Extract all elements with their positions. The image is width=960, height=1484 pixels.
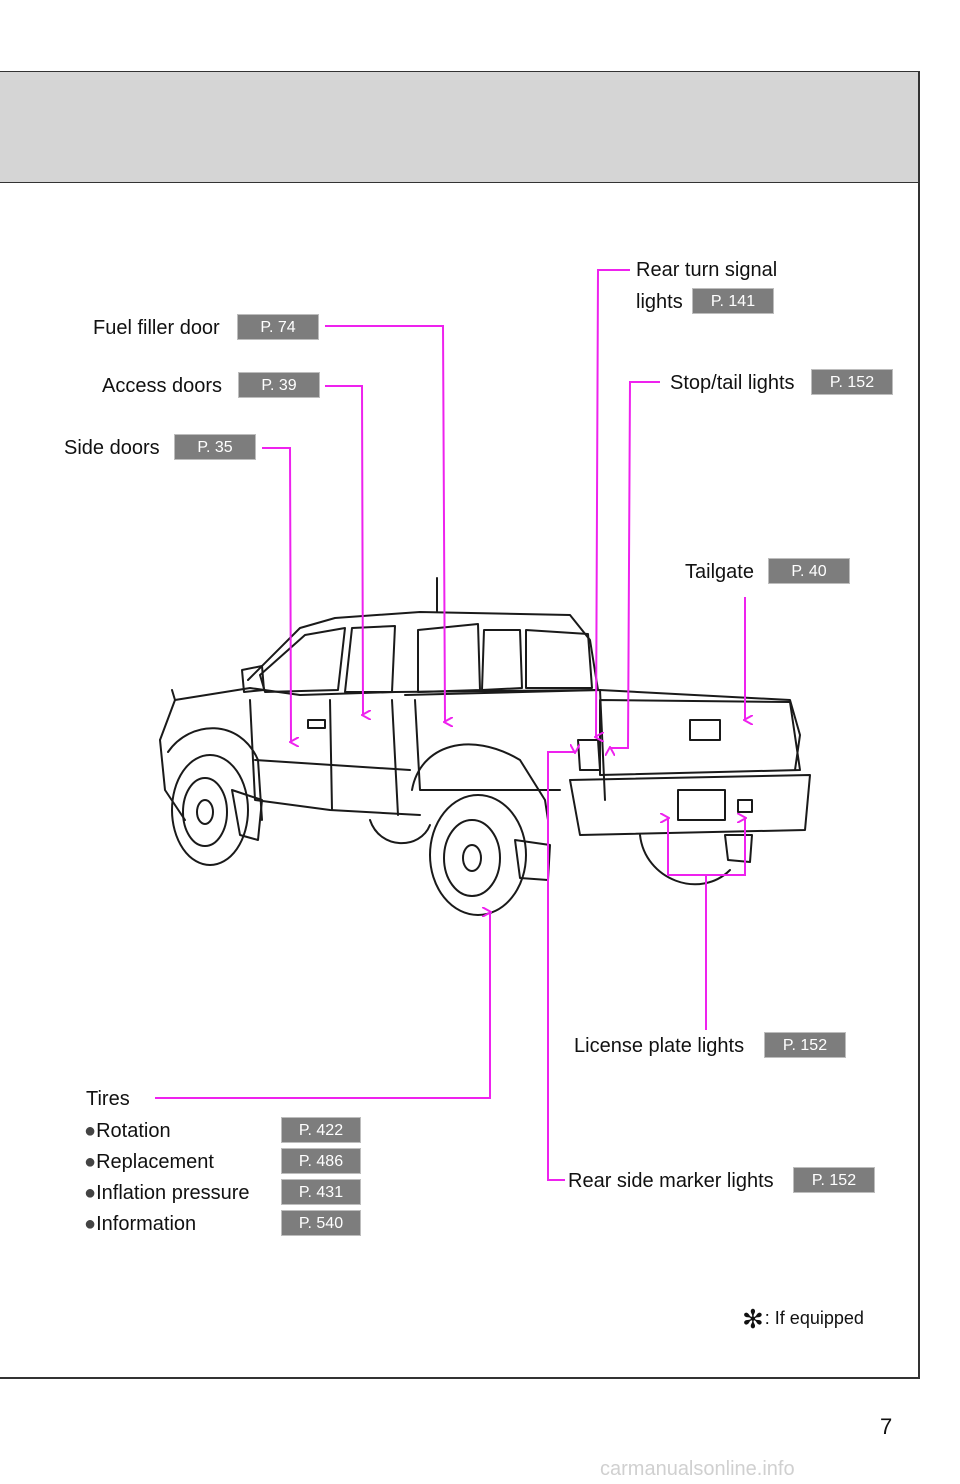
page-ref-stop-tail-lights[interactable]: P. 152 bbox=[811, 369, 893, 395]
tires-item-inflation-pressure: ●Inflation pressure bbox=[84, 1181, 250, 1205]
leader-license-plate-lights bbox=[668, 818, 707, 1030]
page-ref-tailgate[interactable]: P. 40 bbox=[768, 558, 850, 584]
tires-item-information: ●Information bbox=[84, 1212, 196, 1236]
page-ref-fuel-filler-door[interactable]: P. 74 bbox=[237, 314, 319, 340]
header-band bbox=[0, 71, 920, 183]
leader-license-plate-lights-2 bbox=[706, 818, 745, 876]
page-ref-tires-information[interactable]: P. 540 bbox=[281, 1210, 361, 1236]
page-ref-rear-turn-signal[interactable]: P. 141 bbox=[692, 288, 774, 314]
label-side-doors: Side doors bbox=[64, 437, 160, 459]
bullet-icon: ● bbox=[84, 1182, 97, 1204]
tires-item-label: Replacement bbox=[96, 1151, 214, 1173]
leader-stop-tail-lights bbox=[610, 381, 660, 748]
asterisk-icon: ✻ bbox=[742, 1304, 764, 1334]
leader-tires bbox=[155, 912, 490, 1099]
label-fuel-filler-door: Fuel filler door bbox=[93, 317, 220, 339]
tires-item-label: Inflation pressure bbox=[96, 1182, 250, 1204]
label-access-doors: Access doors bbox=[102, 375, 223, 397]
page-ref-tires-inflation-pressure[interactable]: P. 431 bbox=[281, 1179, 361, 1205]
leader-lines bbox=[155, 269, 745, 1181]
label-rear-turn-signal-line2: lights bbox=[636, 291, 683, 313]
page-number: 7 bbox=[880, 1414, 893, 1439]
page-ref-license-plate-lights[interactable]: P. 152 bbox=[764, 1032, 846, 1058]
label-stop-tail-lights: Stop/tail lights bbox=[670, 372, 795, 394]
truck-drawing bbox=[159, 577, 811, 916]
bullet-icon: ● bbox=[84, 1151, 97, 1173]
tires-item-replacement: ●Replacement bbox=[84, 1150, 214, 1174]
page-ref-tires-replacement[interactable]: P. 486 bbox=[281, 1148, 361, 1174]
footnote-text: : If equipped bbox=[764, 1308, 864, 1328]
leader-side-doors bbox=[262, 447, 291, 742]
label-rear-side-marker-lights: Rear side marker lights bbox=[568, 1170, 774, 1192]
page-ref-access-doors[interactable]: P. 39 bbox=[238, 372, 320, 398]
frame-bottom-border bbox=[0, 1377, 920, 1379]
leader-rear-side-marker-lights bbox=[547, 752, 575, 1181]
page-ref-side-doors[interactable]: P. 35 bbox=[174, 434, 256, 460]
leader-access-doors bbox=[325, 385, 363, 715]
label-license-plate-lights: License plate lights bbox=[574, 1035, 745, 1057]
page-ref-tires-rotation[interactable]: P. 422 bbox=[281, 1117, 361, 1143]
leader-fuel-filler-door bbox=[325, 325, 445, 722]
page-ref-rear-side-marker-lights[interactable]: P. 152 bbox=[793, 1167, 875, 1193]
label-tires: Tires bbox=[86, 1088, 130, 1110]
leader-rear-turn-signal bbox=[596, 269, 630, 737]
label-rear-turn-signal: Rear turn signal bbox=[636, 259, 778, 281]
bullet-icon: ● bbox=[84, 1120, 97, 1142]
tires-item-rotation: ●Rotation bbox=[84, 1119, 171, 1143]
bullet-icon: ● bbox=[84, 1213, 97, 1235]
tires-item-label: Rotation bbox=[96, 1120, 171, 1142]
tires-item-label: Information bbox=[96, 1213, 197, 1235]
watermark: carmanualsonline.info bbox=[600, 1458, 795, 1480]
frame-right-border bbox=[918, 71, 920, 1378]
label-tailgate: Tailgate bbox=[685, 561, 754, 583]
footnote-if-equipped: ✻: If equipped bbox=[742, 1304, 864, 1335]
